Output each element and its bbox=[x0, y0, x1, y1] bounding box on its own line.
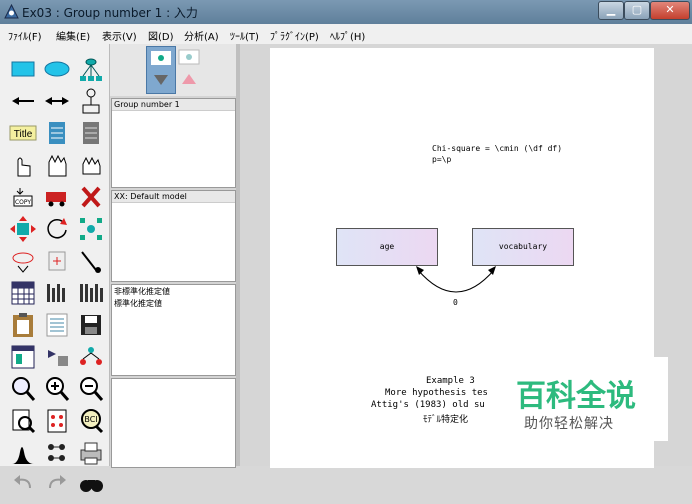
title-bar: Ex03 : Group number 1 : 入力 ▁ ▢ ✕ bbox=[0, 0, 692, 24]
data-file-icon[interactable] bbox=[8, 278, 38, 308]
toolbox: Title COPY BCI bbox=[0, 44, 110, 492]
menu-help[interactable]: ﾍﾙﾌﾟ(H) bbox=[330, 32, 366, 43]
computation-summary-panel bbox=[111, 378, 236, 468]
age-variable-box[interactable]: age bbox=[336, 228, 438, 266]
zoom-page-icon[interactable] bbox=[8, 406, 38, 436]
p-value-text: p=\p bbox=[432, 155, 452, 164]
duplicate-icon[interactable]: COPY bbox=[8, 182, 38, 212]
svg-text:COPY: COPY bbox=[15, 199, 31, 206]
move-parameter-icon[interactable] bbox=[8, 214, 38, 244]
view-switch-bar bbox=[110, 44, 236, 96]
caption-line-1: Example 3 bbox=[426, 376, 475, 386]
reflect-icon[interactable] bbox=[76, 214, 106, 244]
zoom-out-icon[interactable] bbox=[76, 374, 106, 404]
view-output-button[interactable] bbox=[176, 46, 202, 92]
caption-line-3: Attig's (1983) old su bbox=[371, 400, 485, 410]
unstandardized-estimates-item[interactable]: 非標準化推定値 bbox=[114, 287, 170, 296]
menu-bar: ﾌｧｲﾙ(F) 編集(E) 表示(V) 図(D) 分析(A) ﾂｰﾙ(T) ﾌﾟ… bbox=[0, 24, 692, 45]
caption-line-2: More hypothesis tes bbox=[385, 388, 488, 398]
fit-page-icon[interactable] bbox=[42, 406, 72, 436]
watermark-subtitle: 助你轻松解决 bbox=[524, 416, 614, 432]
undo-icon[interactable] bbox=[8, 470, 38, 500]
model-panel-column: Group number 1 XX: Default model 非標準化推定値… bbox=[110, 44, 236, 468]
title-icon[interactable]: Title bbox=[8, 118, 38, 148]
scroll-icon[interactable] bbox=[8, 246, 38, 276]
menu-diagram[interactable]: 図(D) bbox=[148, 32, 174, 43]
specification-search-icon[interactable] bbox=[76, 470, 106, 500]
covariance-arrow[interactable] bbox=[270, 48, 654, 348]
svg-text:Title: Title bbox=[14, 129, 33, 140]
clipboard-icon[interactable] bbox=[8, 310, 38, 340]
groups-panel: Group number 1 bbox=[111, 98, 236, 188]
touch-up-icon[interactable] bbox=[76, 246, 106, 276]
drag-properties-icon[interactable] bbox=[42, 342, 72, 372]
select-one-icon[interactable] bbox=[8, 150, 38, 180]
ellipse-icon[interactable] bbox=[42, 54, 72, 84]
move-icon[interactable] bbox=[42, 182, 72, 212]
groups-item[interactable]: Group number 1 bbox=[112, 99, 235, 111]
caption-line-4: ﾓﾃﾞﾙ特定化 bbox=[423, 415, 469, 425]
rectangle-icon[interactable] bbox=[8, 54, 38, 84]
single-arrow-icon[interactable] bbox=[8, 86, 38, 116]
input-diagram-icon bbox=[151, 51, 171, 85]
watermark-title: 百科全说 bbox=[516, 379, 636, 414]
menu-edit[interactable]: 編集(E) bbox=[56, 32, 91, 43]
save-icon[interactable] bbox=[76, 310, 106, 340]
bayesian-icon[interactable] bbox=[8, 438, 38, 468]
object-properties-icon[interactable] bbox=[8, 342, 38, 372]
maximize-button[interactable]: ▢ bbox=[624, 1, 650, 20]
view-text-icon[interactable] bbox=[42, 310, 72, 340]
menu-file[interactable]: ﾌｧｲﾙ(F) bbox=[8, 32, 42, 43]
menu-analyze[interactable]: 分析(A) bbox=[184, 32, 219, 43]
analysis-properties-icon[interactable] bbox=[42, 278, 72, 308]
redo-icon[interactable] bbox=[42, 470, 72, 500]
view-input-button[interactable] bbox=[146, 46, 176, 94]
menu-tools[interactable]: ﾂｰﾙ(T) bbox=[230, 32, 259, 43]
zoom-in-icon[interactable] bbox=[42, 374, 72, 404]
menu-plugins[interactable]: ﾌﾟﾗｸﾞｲﾝ(P) bbox=[270, 32, 319, 43]
estimates-panel: 非標準化推定値 標準化推定値 bbox=[111, 284, 236, 376]
models-panel: XX: Default model bbox=[111, 190, 236, 282]
amos-app-icon bbox=[4, 4, 19, 19]
models-item[interactable]: XX: Default model bbox=[112, 191, 235, 203]
print-icon[interactable] bbox=[76, 438, 106, 468]
covariance-label: 0 bbox=[453, 298, 458, 307]
unique-variable-icon[interactable] bbox=[76, 86, 106, 116]
panel-splitter[interactable] bbox=[236, 44, 240, 466]
loupe-icon[interactable]: BCI bbox=[76, 406, 106, 436]
watermark: 百科全说 助你轻松解决 bbox=[506, 357, 668, 441]
close-button[interactable]: ✕ bbox=[650, 1, 690, 20]
zoom-area-icon[interactable] bbox=[8, 374, 38, 404]
vocabulary-variable-box[interactable]: vocabulary bbox=[472, 228, 574, 266]
minimize-button[interactable]: ▁ bbox=[598, 1, 624, 20]
rotate-icon[interactable] bbox=[42, 214, 72, 244]
menu-view[interactable]: 表示(V) bbox=[102, 32, 137, 43]
preserve-symmetry-icon[interactable] bbox=[76, 342, 106, 372]
standardized-estimates-item[interactable]: 標準化推定値 bbox=[114, 299, 162, 308]
indicator-icon[interactable] bbox=[76, 54, 106, 84]
double-arrow-icon[interactable] bbox=[42, 86, 72, 116]
erase-icon[interactable] bbox=[76, 182, 106, 212]
multiple-group-icon[interactable] bbox=[42, 438, 72, 468]
svg-text:BCI: BCI bbox=[84, 415, 97, 424]
list-variables-dataset-icon[interactable] bbox=[76, 118, 106, 148]
list-variables-icon[interactable] bbox=[42, 118, 72, 148]
calculate-estimates-icon[interactable] bbox=[76, 278, 106, 308]
output-diagram-icon bbox=[178, 49, 200, 84]
shape-change-icon[interactable] bbox=[42, 246, 72, 276]
select-all-icon[interactable] bbox=[42, 150, 72, 180]
window-title: Ex03 : Group number 1 : 入力 bbox=[22, 6, 198, 20]
chi-square-text: Chi-square = \cmin (\df df) bbox=[432, 144, 563, 153]
deselect-all-icon[interactable] bbox=[76, 150, 106, 180]
